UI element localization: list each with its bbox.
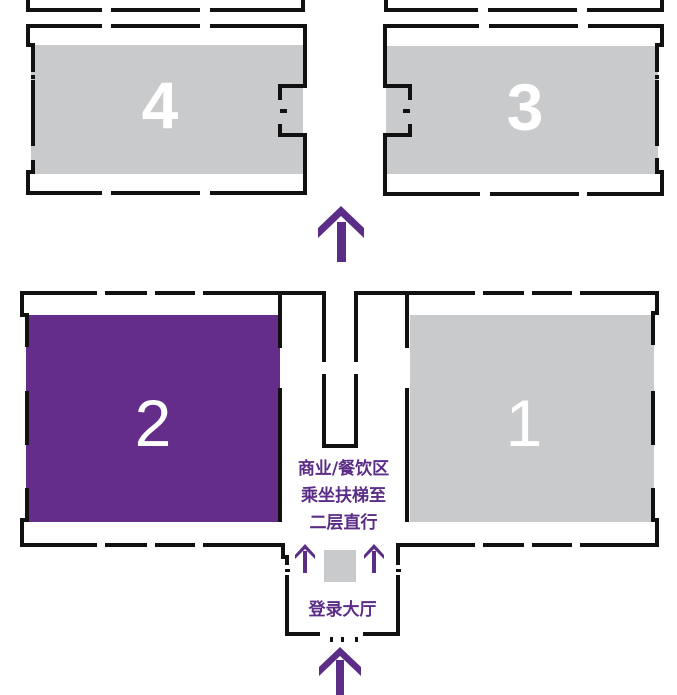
hall-2[interactable] (20, 291, 285, 559)
entrance-lobby-walls (285, 555, 401, 642)
escalator-block (324, 550, 356, 582)
hall-2-number: 2 (134, 386, 172, 460)
hall-3-number: 3 (506, 70, 544, 144)
arrow-left-escalator (295, 544, 315, 573)
hall-4[interactable] (26, 24, 307, 195)
hall-1[interactable] (396, 291, 659, 559)
arrow-right-escalator (364, 544, 384, 573)
hall-1-number: 1 (505, 386, 543, 460)
corridor-label-line2: 乘坐扶梯至 (301, 486, 386, 506)
corridor-label-line3: 二层直行 (309, 513, 378, 533)
corridor-walls (278, 291, 409, 522)
corridor-label-line1: 商业/餐饮区 (297, 459, 390, 479)
hall-4-number: 4 (141, 68, 179, 142)
arrow-top (318, 206, 364, 262)
top-partial-walls (26, 0, 664, 12)
hall-3[interactable] (383, 24, 664, 196)
arrow-entrance (319, 647, 361, 695)
entrance-label: 登录大厅 (308, 600, 377, 620)
